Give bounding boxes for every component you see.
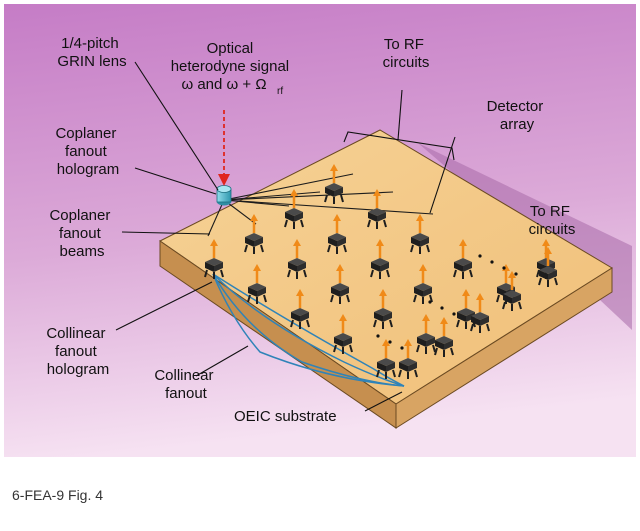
- substrate-right-side: [395, 267, 613, 429]
- detector-element: [330, 264, 350, 304]
- detector-element: [290, 289, 310, 329]
- coplanar-hologram-label: Coplaner fanout hologram: [55, 125, 120, 178]
- coplanar-beam-line: [223, 191, 321, 201]
- detector-element: [204, 239, 224, 279]
- detector-element: [456, 289, 476, 329]
- detector-element: [333, 314, 353, 354]
- to-rf-right-label: To RF circuits: [529, 203, 576, 238]
- coplanar-beam-line: [207, 199, 225, 237]
- detector-element: [327, 214, 347, 254]
- to-rf-bracket: [343, 131, 455, 161]
- detector-element: [434, 317, 454, 357]
- detector-element: [367, 189, 387, 229]
- optical-signal-arrow: [218, 110, 230, 186]
- collinear-hologram-label: Collinear fanout hologram: [46, 325, 109, 378]
- coplanar-beam-line: [223, 199, 434, 215]
- leader-lines: [115, 61, 456, 412]
- grin-lens-label: 1/4-pitch GRIN lens: [57, 35, 126, 70]
- detector-array: [204, 164, 558, 379]
- to-rf-top-label: To RF circuits: [383, 36, 430, 71]
- detector-element: [370, 239, 390, 279]
- detector-element: [502, 271, 522, 311]
- coplanar-beam-line: [223, 191, 394, 201]
- coplanar-beams-label: Coplaner fanout beams: [49, 207, 114, 260]
- detector-element: [373, 289, 393, 329]
- detector-element: [376, 339, 396, 379]
- detector-array-label: Detector array: [487, 98, 548, 133]
- optical-signal-subscript: rf: [277, 86, 283, 97]
- detector-element: [287, 239, 307, 279]
- detector-element: [284, 189, 304, 229]
- detector-element: [410, 214, 430, 254]
- detector-element: [470, 293, 490, 333]
- detector-element: [453, 239, 473, 279]
- detector-element: [538, 247, 558, 287]
- figure-caption: 6-FEA-9 Fig. 4: [12, 487, 103, 503]
- detector-element: [247, 264, 267, 304]
- detector-element: [416, 314, 436, 354]
- grin-lens: [216, 185, 232, 206]
- detector-element: [324, 164, 344, 204]
- substrate-label: OEIC substrate: [234, 408, 337, 425]
- collinear-fanout-label: Collinear fanout: [154, 367, 217, 402]
- detector-element: [398, 339, 418, 379]
- detector-element: [244, 214, 264, 254]
- optical-signal-label: Optical heterodyne signal ω and ω + Ω: [171, 40, 294, 93]
- substrate-shadow: [418, 143, 632, 330]
- detector-element: [413, 264, 433, 304]
- row-continuation-dots: [376, 254, 518, 350]
- collinear-fanout-beams: [212, 273, 405, 387]
- coplanar-beam-line: [223, 173, 354, 201]
